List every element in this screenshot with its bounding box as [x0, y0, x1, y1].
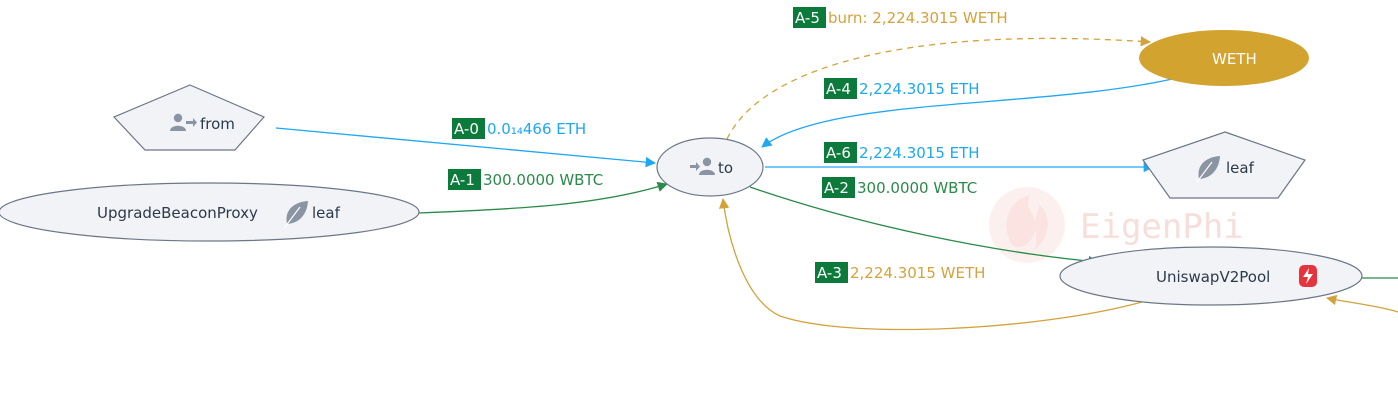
node-pool-label: UniswapV2Pool	[1156, 268, 1270, 286]
flash-icon	[1299, 265, 1317, 287]
tag-a4: A-4	[826, 80, 851, 98]
node-proxy-label: UpgradeBeaconProxy	[97, 204, 258, 222]
edge-label-a1: A-1 300.0000 WBTC	[448, 169, 603, 190]
tag-a6: A-6	[826, 144, 851, 162]
leaf-icon	[284, 201, 308, 228]
tag-badge	[824, 78, 857, 99]
node-proxy-suffix: leaf	[312, 204, 341, 222]
edge-label-a0: A-0 0.0₁₄466 ETH	[452, 118, 586, 139]
node-from-label: from	[200, 115, 235, 133]
edge-a2[interactable]	[749, 186, 1100, 267]
tag-badge	[452, 118, 485, 139]
amount-a1: 300.0000 WBTC	[483, 171, 603, 189]
amount-a5: burn: 2,224.3015 WETH	[828, 9, 1008, 27]
tag-a0: A-0	[454, 120, 479, 138]
amount-a6: 2,224.3015 ETH	[859, 144, 980, 162]
node-leaf-label: leaf	[1226, 159, 1255, 177]
leaf-icon	[1196, 156, 1220, 183]
amount-a4: 2,224.3015 ETH	[859, 80, 980, 98]
eigenphi-logo-icon	[989, 187, 1065, 263]
edge-a1[interactable]	[418, 181, 668, 214]
tag-badge	[793, 7, 826, 28]
tag-badge	[824, 142, 857, 163]
node-weth-label: WETH	[1212, 50, 1257, 68]
edge-a0[interactable]	[275, 127, 657, 168]
edge-pool-in-right	[1325, 294, 1398, 313]
edge-a3[interactable]	[718, 197, 1143, 331]
watermark-text: EigenPhi	[1080, 207, 1244, 247]
tag-a2: A-2	[824, 179, 849, 197]
user-receive-icon	[690, 157, 715, 175]
node-leaf[interactable]: leaf	[1142, 131, 1306, 199]
edge-a4[interactable]	[761, 75, 1186, 148]
node-weth[interactable]: WETH	[1139, 30, 1309, 86]
tag-a3: A-3	[817, 264, 842, 282]
tag-a1: A-1	[450, 171, 475, 189]
watermark: EigenPhi	[989, 187, 1244, 263]
amount-a3: 2,224.3015 WETH	[850, 264, 985, 282]
edge-label-a6: A-6 2,224.3015 ETH	[824, 142, 980, 163]
amount-a2: 300.0000 WBTC	[857, 179, 977, 197]
amount-a0: 0.0₁₄466 ETH	[487, 120, 586, 138]
node-to[interactable]: to	[656, 137, 764, 197]
node-proxy[interactable]: UpgradeBeaconProxy leaf	[0, 182, 420, 242]
edge-label-a2: A-2 300.0000 WBTC	[822, 177, 977, 198]
user-send-icon	[170, 113, 197, 131]
node-to-label: to	[718, 159, 733, 177]
tag-badge	[448, 169, 481, 190]
node-pool[interactable]: UniswapV2Pool	[1059, 246, 1363, 306]
edge-label-a5: A-5 burn: 2,224.3015 WETH	[793, 7, 1008, 28]
edge-label-a4: A-4 2,224.3015 ETH	[824, 78, 980, 99]
tag-badge	[822, 177, 855, 198]
node-from[interactable]: from	[112, 84, 265, 151]
tag-a5: A-5	[795, 9, 820, 27]
tag-badge	[815, 262, 848, 283]
edge-label-a3: A-3 2,224.3015 WETH	[815, 262, 985, 283]
edge-a5[interactable]	[726, 36, 1152, 140]
